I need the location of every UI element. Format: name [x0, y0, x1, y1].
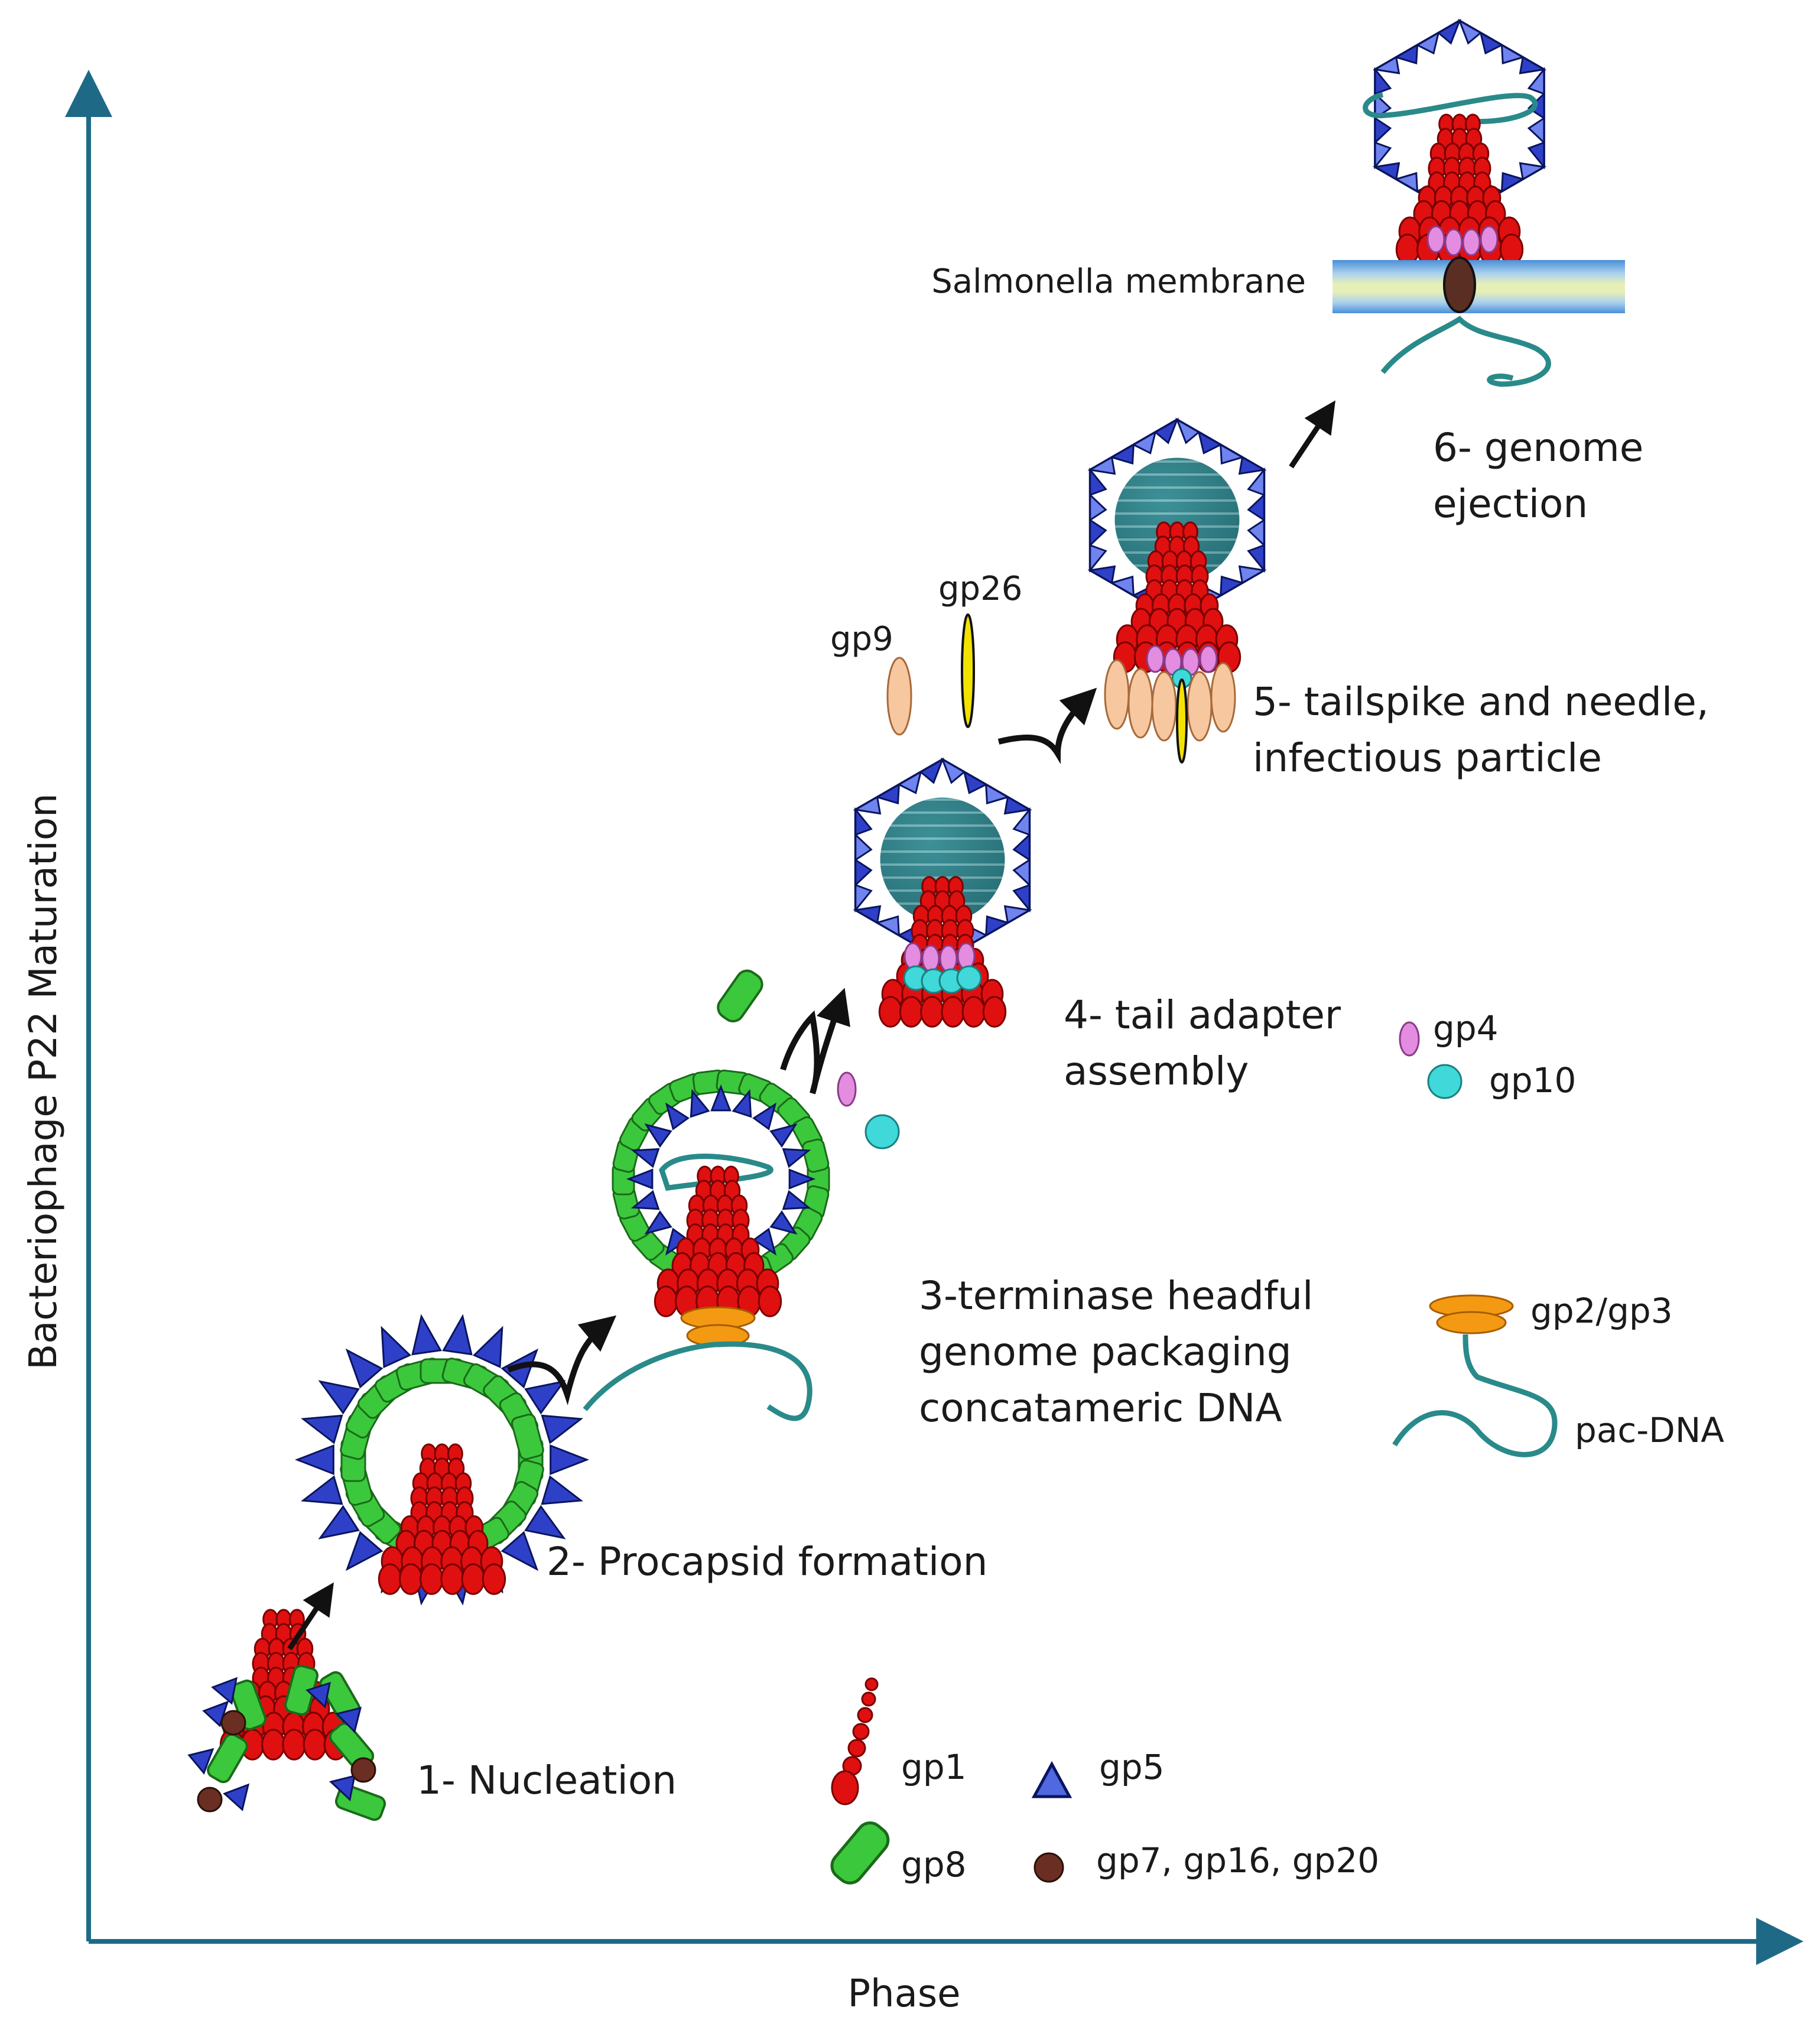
gp4-adapter-icon: [904, 942, 976, 973]
gp8-legend-label: gp8: [901, 1844, 967, 1885]
stage-2-procapsid-illustration: [294, 1314, 590, 1606]
gp10-legend-label: gp10: [1489, 1060, 1576, 1100]
gp1-portal-icon: [378, 1443, 506, 1595]
pac-dna-legend-icon: [1392, 1334, 1558, 1457]
pac-dna-legend-label: pac-DNA: [1575, 1410, 1724, 1450]
stage-4-label-line2: assembly: [1064, 1048, 1249, 1094]
gp9-label: gp9: [830, 620, 893, 658]
gp5-legend-label: gp5: [1099, 1747, 1165, 1787]
arrow-2-to-3: [507, 1315, 617, 1405]
gp7-gp16-gp20-legend-label: gp7, gp16, gp20: [1096, 1840, 1379, 1881]
pac-dna-strand: [583, 1341, 812, 1421]
gp9-tailspike-icon: [1104, 659, 1236, 742]
arrow-4-to-5: [997, 687, 1097, 765]
legend-gp2-gp3: gp2/gp3 pac-DNA: [1392, 1291, 1724, 1457]
gp10-incoming-icon: [864, 1114, 900, 1149]
gp1-legend-icon: [831, 1677, 879, 1805]
gp8-legend-icon: [830, 1821, 890, 1885]
gp5-legend-icon: [1031, 1761, 1072, 1798]
stage-5-label-line1: 5- tailspike and needle,: [1253, 679, 1709, 725]
stage-1-nucleation-illustration: [187, 1609, 386, 1821]
gp5-coat-icon: [187, 1677, 362, 1811]
stage-3-terminase-illustration: [583, 1069, 830, 1421]
salmonella-membrane: [1332, 260, 1625, 313]
stage-3-label-line1: 3-terminase headful: [919, 1273, 1313, 1318]
gp2-gp3-legend-label: gp2/gp3: [1530, 1291, 1673, 1331]
stage-6-label-line2: ejection: [1433, 481, 1588, 527]
gp4-adapter-icon: [1426, 225, 1499, 256]
gp4-adapter-icon: [1146, 645, 1218, 676]
arrow-3-to-4: [780, 988, 850, 1095]
gp10-legend-icon: [1427, 1064, 1462, 1099]
gp2-gp3-terminase-icon: [680, 1306, 756, 1347]
membrane-label: Salmonella membrane: [931, 262, 1306, 301]
gp4-legend-label: gp4: [1433, 1008, 1499, 1048]
gp10-adapter-icon: [903, 965, 982, 994]
stage-3-label-line3: concatameric DNA: [919, 1385, 1282, 1431]
y-axis-label: Bacteriophage P22 Maturation: [22, 793, 66, 1369]
gp26-label: gp26: [938, 570, 1022, 608]
stage-5-infectious-particle-illustration: [1087, 417, 1267, 764]
ejection-channel-icon: [1443, 256, 1476, 313]
ejection-protein-icon: [197, 1710, 376, 1813]
stage-1-label: 1- Nucleation: [417, 1758, 677, 1803]
gp1-legend-label: gp1: [901, 1747, 967, 1787]
gp2-gp3-legend-icon: [1429, 1294, 1514, 1334]
arrow-5-to-6: [1289, 400, 1335, 469]
stage-3-label-line2: genome packaging: [919, 1329, 1292, 1375]
x-axis-label: Phase: [847, 1972, 960, 2016]
stage-2-label: 2- Procapsid formation: [547, 1539, 987, 1584]
gp4-incoming-icon: [837, 1071, 857, 1107]
stage-5-label-line2: infectious particle: [1253, 735, 1602, 781]
stage-6-label-line1: 6- genome: [1433, 425, 1643, 470]
stage-6-genome-ejection-illustration: [1332, 18, 1625, 387]
dna-inside-capsid: [1363, 92, 1538, 125]
gp26-needle-icon: [1176, 678, 1188, 764]
gp9-tailspike-icon: [886, 657, 912, 736]
legend-bottom: gp1 gp5 gp8 gp7, gp16, gp20: [830, 1677, 1379, 1885]
gp26-needle-icon: [961, 613, 975, 728]
gp7-gp16-gp20-legend-icon: [1034, 1852, 1064, 1883]
gp8-released-icon: [717, 969, 763, 1022]
arrow-1-to-2: [287, 1582, 334, 1651]
gp4-legend-icon: [1399, 1021, 1420, 1057]
stage-4-label-line1: 4- tail adapter: [1064, 992, 1341, 1038]
ejected-dna-strand: [1380, 316, 1551, 387]
stage-4-tail-adapter-illustration: [853, 757, 1032, 1028]
